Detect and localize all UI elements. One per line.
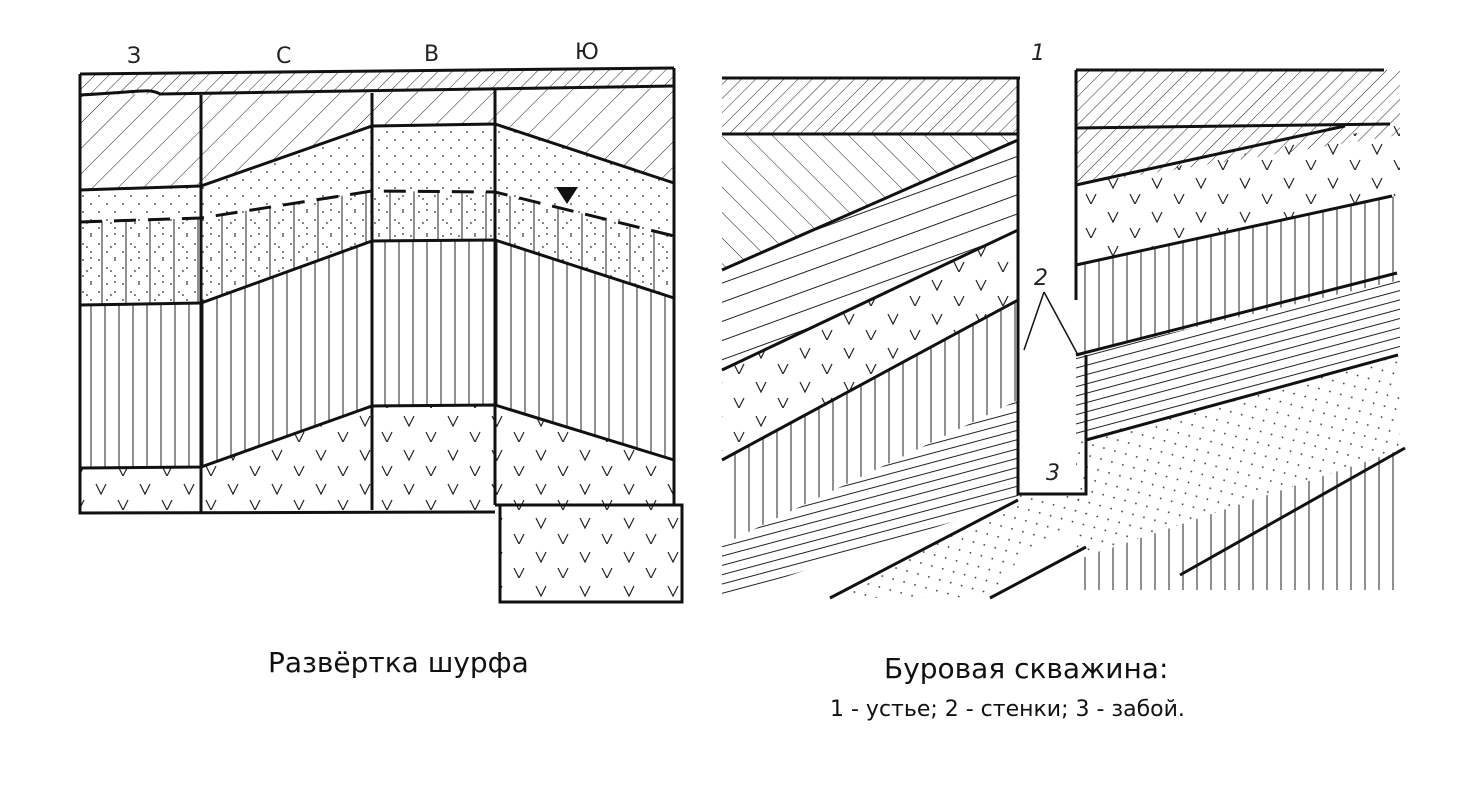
borehole-bottom-strata [1018, 494, 1086, 560]
wall-labels: З С В Ю [127, 40, 599, 69]
pit-unfolding-caption: Развёртка шурфа [268, 646, 529, 679]
water-table-marker [556, 187, 578, 204]
marker-walls: 2 [1034, 266, 1048, 291]
borehole-left-strata [722, 78, 1018, 598]
pit-unfolding-diagram: З С В Ю [78, 40, 684, 604]
layer-saturated-sand [80, 191, 674, 305]
marker-mouth: 1 [1031, 41, 1045, 66]
pit-bottom [500, 505, 682, 602]
borehole-right-strata [1076, 70, 1400, 590]
borehole-diagram: 1 2 3 [721, 41, 1406, 600]
layer-top-loam [80, 88, 674, 190]
wall-label-south: Ю [575, 40, 599, 65]
borehole-caption: Буровая скважина: [884, 652, 1169, 685]
groundwater-level [79, 189, 675, 238]
marker-bottom: 3 [1046, 461, 1060, 486]
wall-label-west: З [127, 44, 141, 69]
wall-label-east: В [424, 42, 439, 67]
layer-clay [80, 240, 674, 468]
leader-lines [1023, 291, 1079, 356]
borehole-legend: 1 - устье; 2 - стенки; 3 - забой. [830, 697, 1185, 722]
wall-label-north: С [276, 44, 291, 69]
layer-bedrock [80, 405, 674, 513]
borehole-contacts [721, 68, 1406, 600]
pit-boundaries [78, 66, 684, 604]
